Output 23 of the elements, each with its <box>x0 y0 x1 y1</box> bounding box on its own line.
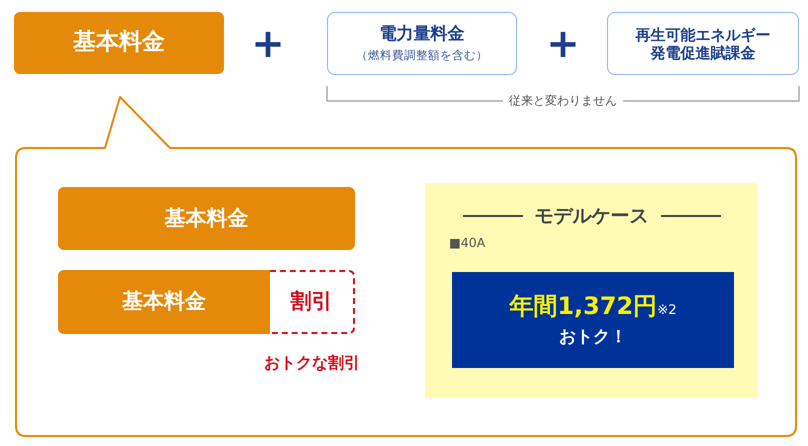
speech-bubble <box>14 95 798 438</box>
plus-sign: + <box>251 22 285 66</box>
discount-box <box>270 270 355 334</box>
plus-sign: + <box>546 22 580 66</box>
box-subtitle: （燃料費調整額を含む） <box>356 48 488 63</box>
box-title: 電力量料金 <box>380 24 464 45</box>
box-title: 再生可能エネルギー発電促進賦課金 <box>634 26 772 62</box>
fee-box <box>607 12 799 75</box>
fee-box <box>14 12 224 74</box>
box-title: 割引 <box>290 289 332 315</box>
savings-text: おトク！ <box>559 327 627 348</box>
model-case-panel <box>425 183 758 398</box>
bracket-label: 従来と変わりません <box>503 94 623 108</box>
fee-box <box>327 12 517 75</box>
savings-box <box>452 272 734 368</box>
discount-note: おトクな割引 <box>264 354 360 372</box>
condition-text: ■40A <box>449 234 486 250</box>
panel-heading: モデルケース <box>534 205 648 228</box>
fee-box <box>58 270 270 334</box>
box-title: 基本料金 <box>73 29 165 57</box>
fee-box <box>58 187 355 250</box>
box-title: 基本料金 <box>122 289 206 315</box>
box-title: 基本料金 <box>164 206 248 232</box>
